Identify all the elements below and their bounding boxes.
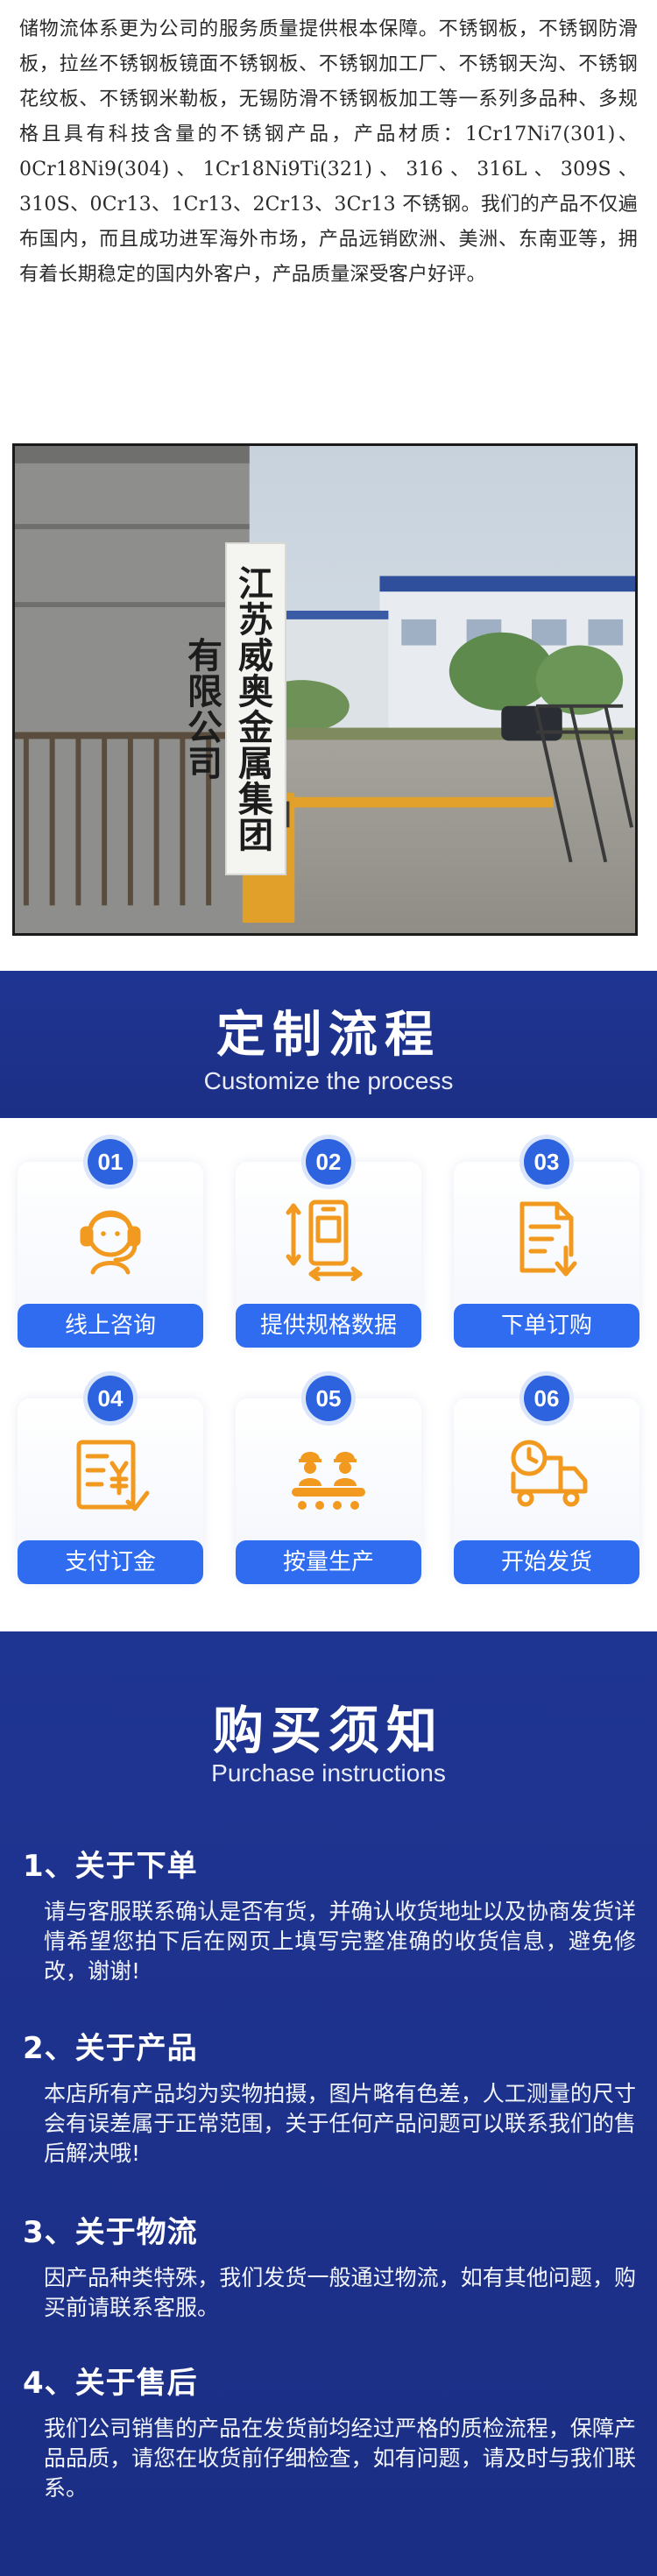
step-start-shipping[interactable]: 06 开始发货 <box>454 1376 639 1584</box>
intro-paragraph: 储物流体系更为公司的服务质量提供根本保障。不锈钢板，不锈钢防滑板，拉丝不锈钢板镜… <box>19 18 638 286</box>
purchase-item-body: 请与客服联系确认是否有货，并确认收货地址以及协商发货详情希望您拍下后在网页上填写… <box>44 1899 636 1984</box>
purchase-subtitle: Purchase instructions <box>211 1759 446 1787</box>
step-provide-specs[interactable]: 02 提供规格数据 <box>236 1139 421 1348</box>
step-label: 下单订购 <box>454 1304 639 1348</box>
purchase-item-heading: 4、关于售后 <box>23 2366 198 2401</box>
purchase-item-body: 本店所有产品均为实物拍摄，图片略有色差，人工测量的尺寸会有误差属于正常范围，关于… <box>44 2081 636 2166</box>
purchase-item-logistics: 3、关于物流 因产品种类特殊，我们发货一般通过物流，如有其他问题，购买前请联系客… <box>23 2208 636 2323</box>
step-label: 支付订金 <box>18 1540 203 1584</box>
process-subtitle: Customize the process <box>203 1067 454 1094</box>
company-gate-photo: 江苏威奥金属集团有限公司 <box>12 443 638 936</box>
step-number: 06 <box>524 1376 569 1421</box>
step-number: 05 <box>306 1376 351 1421</box>
photo-scene <box>15 446 635 933</box>
order-document-icon <box>519 1201 577 1277</box>
purchase-item-product: 2、关于产品 本店所有产品均为实物拍摄，图片略有色差，人工测量的尺寸会有误差属于… <box>23 2024 636 2169</box>
purchase-title: 购买须知 <box>212 1701 444 1760</box>
step-online-consult[interactable]: 01 线上咨询 <box>18 1139 203 1348</box>
company-sign: 江苏威奥金属集团有限公司 <box>181 542 286 875</box>
purchase-item-heading: 3、关于物流 <box>23 2215 198 2250</box>
purchase-item-body: 我们公司销售的产品在发货前均经过严格的质检流程，保障产品品质，请您在收货前仔细检… <box>44 2416 636 2501</box>
step-number: 03 <box>524 1139 569 1185</box>
headset-agent-icon <box>80 1210 141 1275</box>
purchase-item-order: 1、关于下单 请与客服联系确认是否有货，并确认收货地址以及协商发货详情希望您拍下… <box>23 1842 636 1986</box>
delivery-truck-icon <box>511 1440 588 1507</box>
payment-invoice-icon <box>76 1440 150 1511</box>
step-label: 线上咨询 <box>18 1304 203 1348</box>
step-label: 开始发货 <box>454 1540 639 1584</box>
step-pay-deposit[interactable]: 04 支付订金 <box>18 1376 203 1584</box>
purchase-item-heading: 2、关于产品 <box>23 2031 198 2066</box>
factory-workers-icon <box>292 1452 365 1510</box>
step-number: 02 <box>306 1139 351 1185</box>
step-mass-production[interactable]: 05 按量生产 <box>236 1376 421 1584</box>
step-number: 01 <box>88 1139 133 1185</box>
purchase-item-heading: 1、关于下单 <box>23 1849 198 1884</box>
purchase-item-after-sales: 4、关于售后 我们公司销售的产品在发货前均经过严格的质检流程，保障产品品质，请您… <box>23 2359 636 2503</box>
step-number: 04 <box>88 1376 133 1421</box>
process-steps: 01 线上咨询 02 <box>0 1118 657 1626</box>
mobile-specs-icon <box>286 1200 363 1281</box>
purchase-item-body: 因产品种类特殊，我们发货一般通过物流，如有其他问题，购买前请联系客服。 <box>44 2265 636 2320</box>
step-place-order[interactable]: 03 下单订购 <box>454 1139 639 1348</box>
purchase-instructions-section: 购买须知 Purchase instructions 1、关于下单 请与客服联系… <box>0 1631 657 2576</box>
process-header: 定制流程 Customize the process <box>0 971 657 1118</box>
step-label: 提供规格数据 <box>236 1304 421 1348</box>
process-title: 定制流程 <box>216 1007 441 1064</box>
step-label: 按量生产 <box>236 1540 421 1584</box>
